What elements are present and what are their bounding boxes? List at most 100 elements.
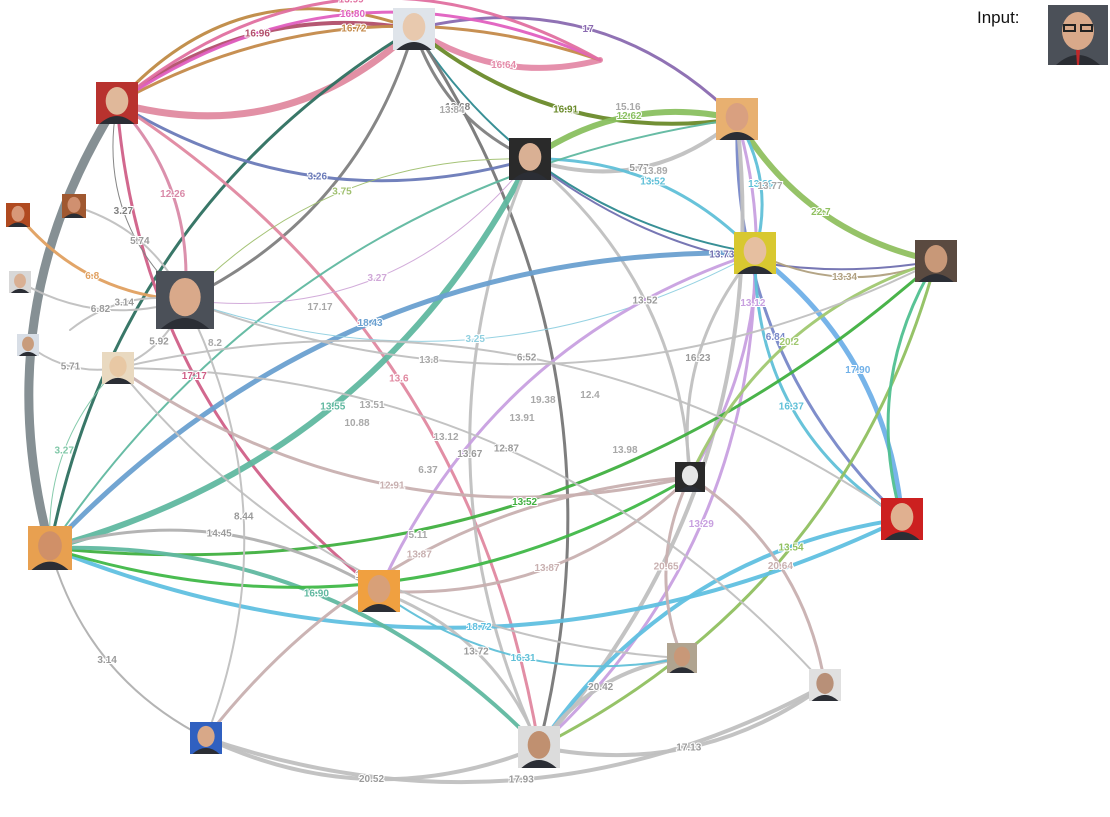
edge-weight-label: 13.8	[419, 355, 439, 366]
edge-weight-label: 13.67	[457, 449, 482, 460]
input-face-icon	[1048, 5, 1108, 65]
edge-n16-n19	[49, 547, 207, 739]
edge-weight-label: 12.26	[160, 189, 185, 200]
portrait-icon[interactable]	[734, 232, 776, 274]
edge-n2-n10	[183, 27, 416, 302]
edge-n14-n16	[48, 517, 904, 630]
edge-n8-n16	[48, 259, 938, 557]
portrait-icon[interactable]	[28, 526, 72, 570]
edge-n17-n21	[664, 475, 692, 660]
edge-weight-label: 13.84	[439, 105, 464, 116]
edge-weight-label: 12.87	[494, 444, 519, 455]
edge-n14-n20	[537, 517, 904, 749]
edge-weight-label: 13.89	[642, 166, 667, 177]
edge-n12-n22	[117, 367, 826, 686]
portrait-icon[interactable]	[96, 82, 138, 124]
edge-weight-label: 20.2	[779, 337, 799, 348]
portrait-icon[interactable]	[509, 138, 551, 180]
edge-weight-label: 19.38	[530, 395, 555, 406]
edge-weight-label: 14.45	[207, 528, 232, 539]
edge-weight-label: 13.68	[445, 102, 470, 113]
edge-weight-label: 12.4	[580, 390, 600, 401]
edge-n4-n5	[527, 108, 740, 162]
edge-weight-label: 16.91	[553, 105, 578, 116]
portrait-icon[interactable]	[915, 240, 957, 282]
edge-n5-n14	[735, 117, 904, 521]
nodes-layer	[6, 8, 957, 768]
edge-weight-label: 5.74	[130, 236, 150, 247]
edge-weight-label: 20.42	[588, 682, 613, 693]
edge-n17-n19	[204, 475, 692, 740]
edge-n16-n20	[48, 545, 541, 749]
edge-weight-label: 20.65	[654, 562, 679, 573]
edge-weight-label: 3.25	[465, 334, 485, 345]
edge-weight-label: 3.14	[97, 655, 117, 666]
edge-weight-label: 5.77	[629, 163, 649, 174]
edge-weight-label: 18.43	[358, 318, 383, 329]
edge-weight-label: 13.34	[832, 272, 857, 283]
edge-n1-n10	[115, 101, 188, 302]
edge-n6-n17	[685, 251, 757, 479]
portrait-icon[interactable]	[675, 462, 705, 492]
portrait-icon[interactable]	[62, 194, 86, 218]
portrait-icon[interactable]	[518, 726, 560, 768]
portrait-icon[interactable]	[716, 98, 758, 140]
edge-n1-n4	[115, 101, 532, 183]
edge-weight-label: 3.75	[332, 187, 352, 198]
portrait-icon[interactable]	[358, 570, 400, 612]
portrait-icon[interactable]	[881, 498, 923, 540]
edge-weight-label: 13.51	[359, 400, 384, 411]
portrait-icon[interactable]	[102, 352, 134, 384]
edge-weight-label: 8.2	[208, 338, 222, 349]
edge-n6-n14	[752, 250, 905, 522]
edge-weight-label: 13.72	[464, 646, 489, 657]
portrait-icon[interactable]	[156, 271, 214, 329]
edge-n6-n14	[753, 251, 904, 521]
edge-n1-n3	[115, 24, 602, 105]
edge-weight-label: 17.17	[307, 302, 332, 313]
edge-weight-label: 13.87	[534, 563, 559, 574]
edge-n6-n10	[184, 252, 756, 342]
edge-n2-n6	[413, 28, 756, 254]
edge-n8-n17	[688, 259, 938, 479]
edge-n4-n5	[528, 117, 739, 174]
edge-weight-label: 6.52	[517, 352, 537, 363]
edge-weight-label: 12.91	[379, 480, 404, 491]
edge-weight-label: 22.7	[811, 207, 831, 218]
edge-n8-n14	[886, 259, 938, 521]
edge-n13-n6	[377, 251, 757, 593]
edge-weight-label: 12.62	[617, 111, 642, 122]
edge-weight-label: 16.90	[304, 589, 329, 600]
portrait-icon[interactable]	[190, 722, 222, 754]
portrait-icon[interactable]	[667, 643, 697, 673]
edge-n5-n16	[49, 118, 738, 549]
edge-n4-n10	[184, 158, 531, 301]
portrait-icon[interactable]	[17, 334, 39, 356]
edge-weight-label: 13.52	[512, 497, 537, 508]
edge-weight-label: 16.72	[341, 23, 366, 34]
edge-labels-layer: 16.9616.6416.7216.911713.6816.803.2613.9…	[53, 0, 871, 787]
portrait-icon[interactable]	[393, 8, 435, 50]
edge-n20-n22	[537, 683, 827, 758]
edge-n1-n3	[115, 10, 602, 105]
edge-weight-label: 13.29	[689, 519, 714, 530]
edge-weight-label: 15.16	[615, 102, 640, 113]
portrait-icon[interactable]	[9, 271, 31, 293]
edge-weight-label: 20.52	[359, 774, 384, 785]
edge-weight-label: 13.87	[407, 549, 432, 560]
edge-n2-n5	[412, 16, 739, 121]
edge-weight-label: 13.98	[612, 445, 637, 456]
edge-n16-n12	[49, 367, 119, 549]
edge-n10-n19	[184, 299, 246, 739]
edge-n5-n8	[734, 116, 939, 264]
edge-weight-label: 13.6	[389, 374, 409, 385]
portrait-icon[interactable]	[6, 203, 30, 227]
edge-n20-n19	[204, 736, 541, 782]
edge-weight-label: 3.26	[308, 171, 328, 182]
edge-n4-n20	[468, 157, 541, 749]
edge-n2-n16	[48, 27, 416, 550]
portrait-icon[interactable]	[809, 669, 841, 701]
edge-weight-label: 3.27	[54, 446, 74, 457]
input-label: Input:	[977, 8, 1020, 27]
